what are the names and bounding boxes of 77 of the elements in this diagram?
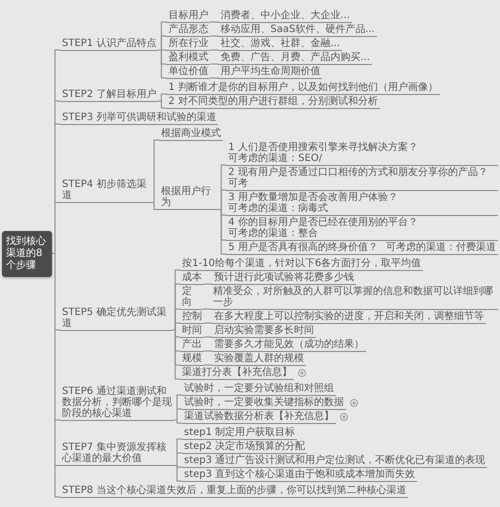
topic-label: 预计进行此项试验将花费多少钱 [212,272,356,284]
topic-label: 试验时，一定要分试验组和对照组 [182,382,336,396]
channel-hint: 可考虑的渠道：SEO/ [228,152,322,164]
topic-label: 精准受众，对所触及的人群可以掌握的信息和数据可以详细到哪一步 [211,286,498,310]
topic-label: 1 判断谁才是你的目标用户，以及如何找到他们（用户画像） [166,82,440,94]
topic-label: 成本 [180,272,204,284]
topic-label: step2 决定市场预算的分配 [182,440,308,454]
branch-line [204,350,213,352]
topic-label: 渠道试验数据分析表【补充信息】 [182,410,336,424]
topic-label: 启动实验需要多长时间 [212,324,316,338]
topic-label: 时间 [180,324,204,338]
branch-line [150,140,160,203]
topic-label: step3 通过广告设计测试和用户定位测试，不断优化已有渠道的表现 [182,454,488,468]
topic-label: 试验时，一定要收集关键指标的数据 [182,396,346,410]
branch-line [174,408,182,420]
topic-label: 免费、广告、月费、产品内购买... [218,52,372,64]
question-text: 2 现有用户是否通过口口相传的方式和朋友分享你的产品？ [228,166,488,178]
topic-label: 移动应用、SaaS软件、硬件产品... [218,24,377,36]
branch-line [150,202,160,210]
topic-label: 盈利模式 [166,52,210,64]
topic-label: 社交、游戏、社群、金融... [218,38,342,50]
question-text: 4 你的目标用户是否已经在使用别的平台？ [228,216,418,228]
step-label: STEP5 确定优先测试渠道 [60,306,172,330]
root-topic-box: 找到核心渠道的8个步骤 [2,230,52,276]
branch-line [174,420,182,424]
topic-label: 目标用户 [166,10,210,22]
branch-line [52,202,60,254]
topic-label: 用户平均生命周期价值 [218,66,322,78]
step-label: STEP3 列举可供调研和试验的渠道 [60,112,218,124]
topic-label: 定向 [180,286,204,310]
topic-underline [226,242,498,254]
branch-line [204,364,213,366]
topic-label: 实验覆盖人群的规模 [212,352,306,366]
branch-line [174,465,182,482]
topic-label: 在多大程度上可以控制实验的进度，开启和关闭，调整细节等 [212,310,486,324]
branch-line [204,336,213,338]
branch-line [172,330,181,380]
topic-label: 单位价值 [166,66,210,78]
branch-line [218,209,227,254]
channel-hint: 可考虑的渠道：病毒式 [228,202,328,214]
topic-label: 产出 [180,338,204,352]
topic-underline [226,166,498,190]
question-text: 1 人们是否使用搜索引擎来寻找解决方案？ [228,142,418,152]
topic-label: 消费者、中小企业、大企业... [218,10,352,22]
channel-hint: 可考虑的渠道：整合 [228,228,318,238]
branch-line [158,100,167,108]
topic-label: 2 对不同类型的用户进行群组，分别测试和分析 [166,96,380,108]
branch-line [202,308,212,310]
step-label: STEP7 集中资源发挥核心渠道的最大价值 [60,442,174,466]
topic-underline [226,192,498,216]
branch-line [204,322,213,324]
branch-line [172,322,181,330]
branch-line [218,190,227,210]
step-label: STEP2 了解目标用户 [60,88,158,102]
topic-label: step3 直到这个核心渠道由于饱和或成本增加而失效 [182,468,418,482]
topic-label: 所在行业 [166,38,210,50]
branch-line [174,452,182,466]
step-label: STEP6 通过渠道测试和数据分析，判断哪个是现阶段的核心渠道 [60,386,174,420]
branch-line [158,50,167,78]
question-text: 3 用户数量增加是否会改善用户体验？ [228,192,398,202]
topic-label: 渠道打分表【补充信息】 [180,366,294,380]
question-text: 5 用户是否具有很高的终身价值？ [228,242,378,252]
topic-label: 需要多久才能见效（成功的结果） [212,338,366,352]
topic-label: 产品形态 [166,24,210,36]
topic-label: 控制 [180,310,204,324]
step-label: STEP4 初步筛选渠道 [60,179,152,203]
channel-hint: 可考虑的渠道：付费渠道 [386,242,496,252]
topic-label: 按1-10给每个渠道，针对以下6各方面打分，取平均值 [180,258,424,270]
channel-hint: 可考 [228,178,248,188]
topic-label: step1 制定用户获取目标 [182,426,298,440]
topic-underline [226,216,498,240]
topic-label: 根据商业模式 [159,128,224,140]
topic-label: 根据用户行为 [159,186,218,210]
step-label: STEP1 认识产品特点 [60,38,158,50]
topic-label: 规模 [180,352,204,366]
topic-underline [226,142,498,166]
step-label: STEP8 当这个核心渠道失效后，重复上面的步骤，你可以找到第二种核心渠道 [60,484,408,498]
